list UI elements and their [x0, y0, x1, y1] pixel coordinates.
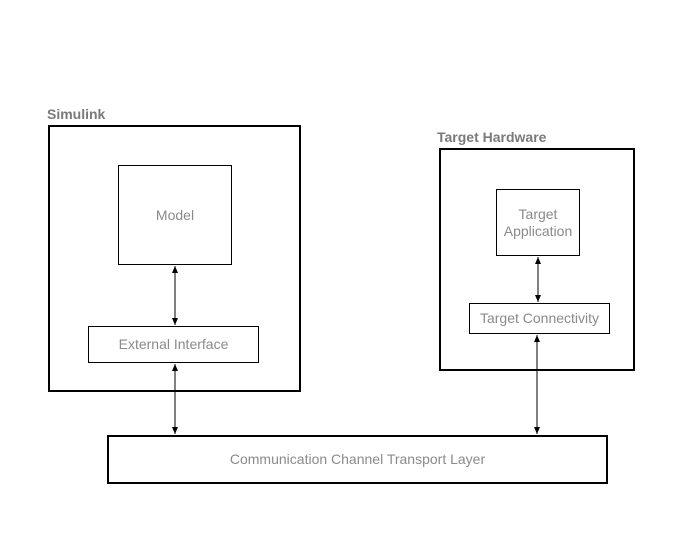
model-label: Model — [155, 206, 195, 223]
external-interface-block: External Interface — [88, 326, 259, 363]
target-hardware-group-title: Target Hardware — [437, 129, 547, 145]
target-connectivity-block: Target Connectivity — [469, 303, 610, 334]
transport-layer-label: Communication Channel Transport Layer — [229, 451, 486, 467]
target-connectivity-label: Target Connectivity — [479, 310, 600, 326]
external-interface-label: External Interface — [118, 336, 229, 352]
transport-layer-block: Communication Channel Transport Layer — [107, 435, 608, 484]
model-block: Model — [118, 165, 232, 265]
simulink-group-title: Simulink — [47, 106, 106, 122]
target-application-label: Target Application — [503, 205, 573, 239]
target-application-block: Target Application — [496, 189, 580, 256]
